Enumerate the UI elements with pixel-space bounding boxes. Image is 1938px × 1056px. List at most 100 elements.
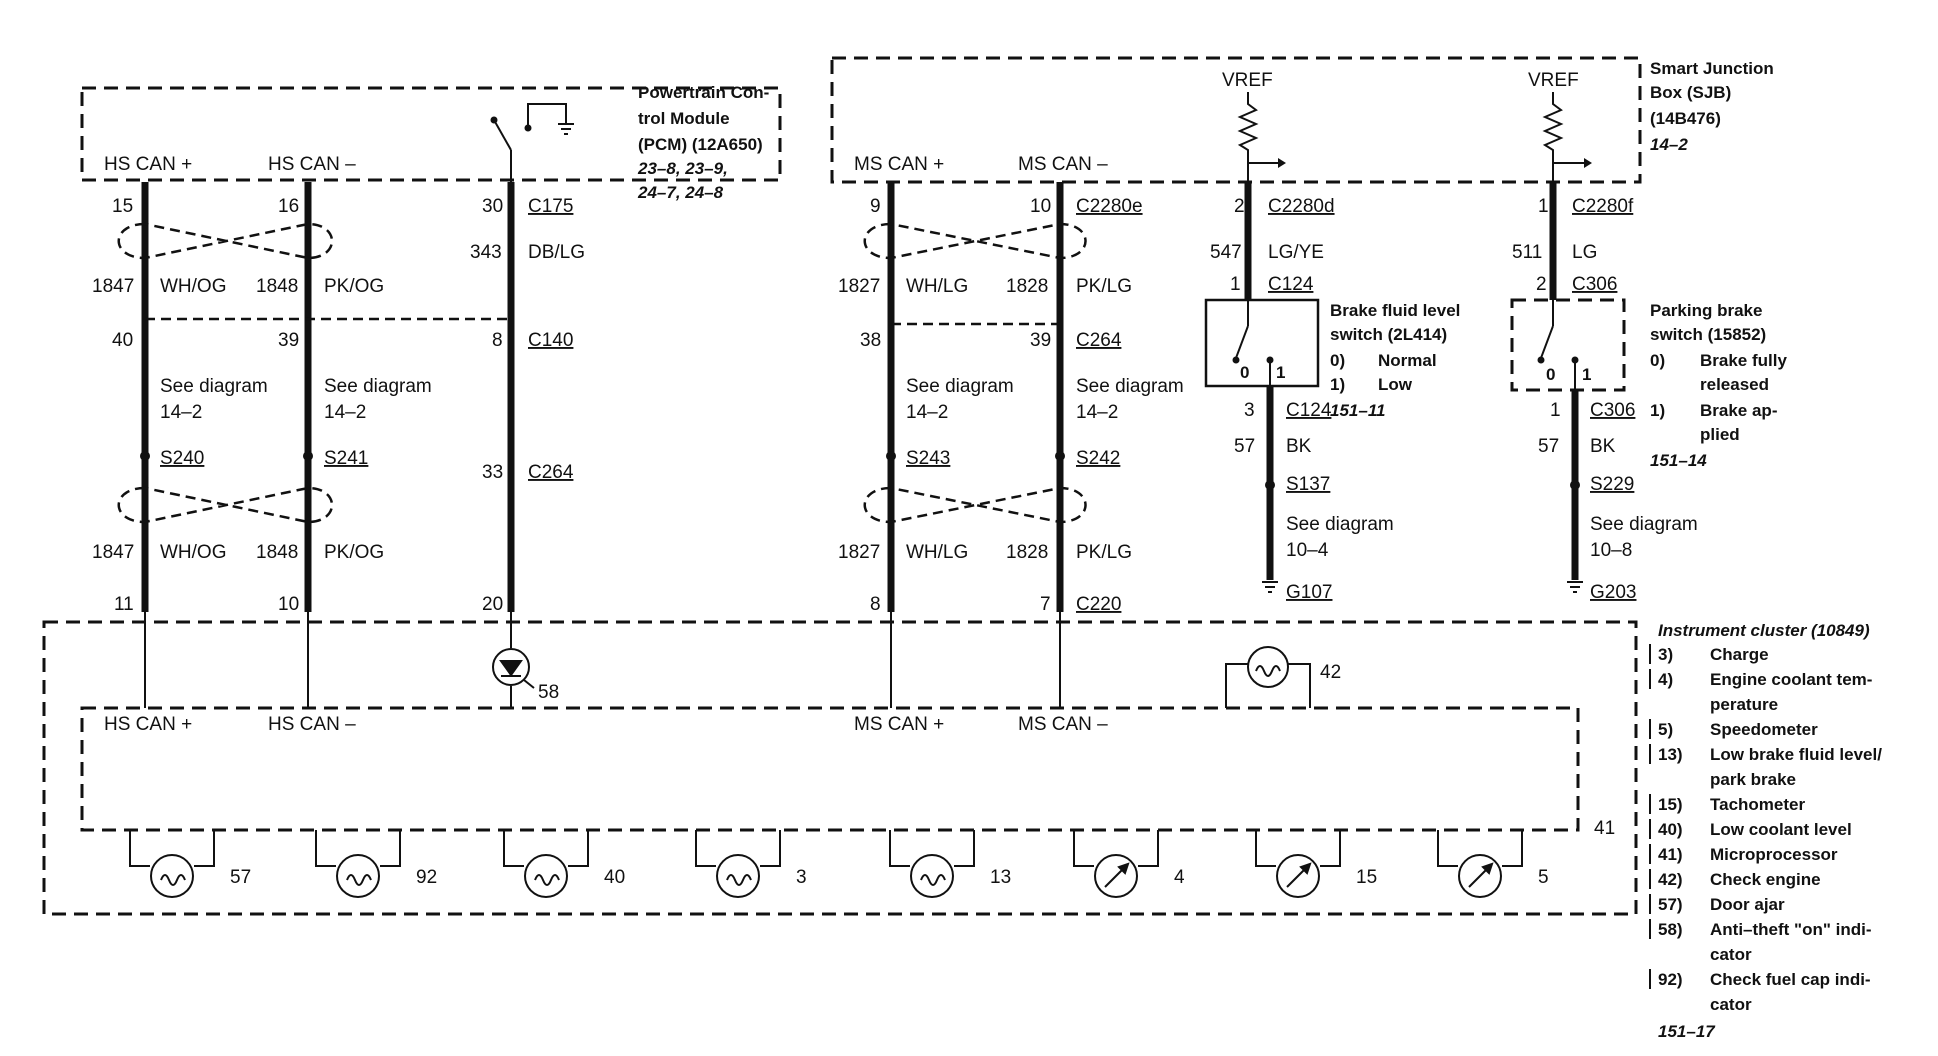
- wire-57-label-bf: 57: [1234, 436, 1255, 457]
- bf-state-0: Normal: [1378, 351, 1437, 370]
- brake-fluid-switch-blade: [1235, 325, 1249, 359]
- see-diagram-hs-mid: See diagram: [324, 376, 432, 397]
- gauge-icon: [1073, 830, 1159, 898]
- splice-s242: S242: [1076, 448, 1120, 469]
- connector-c2280d: C2280d: [1268, 196, 1335, 217]
- pcm-ref-line-2: 24–7, 24–8: [637, 183, 724, 202]
- see-diagram-ms-left: See diagram: [906, 376, 1014, 397]
- legend-item-text: Anti–theft "on" indi-: [1710, 920, 1872, 939]
- wire-1847-label-top: 1847: [92, 276, 134, 297]
- pcm-hs-can-plus-label: HS CAN +: [104, 154, 192, 175]
- legend-item-text: cator: [1710, 945, 1752, 964]
- legend-item-text: Check fuel cap indi-: [1710, 970, 1871, 989]
- legend-item-number: 4): [1658, 670, 1673, 689]
- legend-item-text: cator: [1710, 995, 1752, 1014]
- pcm-switch-ground-lead: [527, 103, 567, 128]
- see-diagram-pb-ref: 10–8: [1590, 540, 1632, 561]
- sjb-title: Smart Junction Box (SJB) (14B476) 14–2: [1650, 59, 1774, 154]
- sjb-module-outline: [830, 56, 1642, 184]
- gauge-number: 4: [1174, 867, 1185, 888]
- bf-switch-pos-1: 1: [1276, 363, 1285, 382]
- wire-color-whog-bottom: WH/OG: [160, 542, 227, 563]
- ref-arrow-left: [1278, 158, 1286, 168]
- pb-state-1-num: 1): [1650, 401, 1665, 420]
- wire-57-label-pb: 57: [1538, 436, 1559, 457]
- legend-item-number: 42): [1658, 870, 1683, 889]
- bf-switch-pos-0: 0: [1240, 363, 1249, 382]
- legend-item-text: Charge: [1710, 645, 1769, 664]
- indicator-bulb-icon: [129, 830, 215, 898]
- sjb-title-line-1: Smart Junction: [1650, 59, 1774, 78]
- see-diagram-hs-left-ref: 14–2: [160, 402, 202, 423]
- pcm-title: Powertrain Con- trol Module (PCM) (12A65…: [637, 83, 769, 202]
- indicator-bulb-icon: [315, 830, 401, 898]
- pin-33: 33: [482, 462, 503, 483]
- instrument-cluster-outline: [42, 620, 1638, 916]
- splice-s242-dot: [1055, 451, 1065, 461]
- wire-color-lg: LG: [1572, 242, 1597, 263]
- legend-ref: 151–17: [1658, 1022, 1716, 1041]
- legend-title: Instrument cluster (10849): [1658, 621, 1870, 640]
- bf-state-0-num: 0): [1330, 351, 1345, 370]
- wire-color-pklg-top: PK/LG: [1076, 276, 1132, 297]
- bf-ref: 151–11: [1330, 401, 1385, 420]
- sjb-vref-right: VREF: [1528, 70, 1579, 91]
- legend-item-number: 58): [1658, 920, 1683, 939]
- pb-pin-1-bottom: 1: [1550, 400, 1561, 421]
- connector-c2280e: C2280e: [1076, 196, 1143, 217]
- pin-40: 40: [112, 330, 133, 351]
- pin-8-ms: 8: [870, 594, 881, 615]
- legend-item-number: 3): [1658, 645, 1673, 664]
- pin-39-ms: 39: [1030, 330, 1051, 351]
- pb-ref: 151–14: [1650, 451, 1707, 470]
- pcm-switch-blade: [493, 119, 512, 151]
- see-diagram-pb: See diagram: [1590, 514, 1698, 535]
- pin-9: 9: [870, 196, 881, 217]
- indicator-bulb-icon: [503, 830, 589, 898]
- indicator-bulb-number: 3: [796, 867, 807, 888]
- twisted-pair-ms-bottom: [863, 486, 1087, 524]
- cluster-ms-can-plus: MS CAN +: [854, 714, 944, 735]
- wire-color-bk-pb: BK: [1590, 436, 1616, 457]
- legend-item-text: Tachometer: [1710, 795, 1805, 814]
- pb-switch-title-1: Parking brake: [1650, 301, 1762, 320]
- splice-s240-dot: [140, 451, 150, 461]
- wire-547-label: 547: [1210, 242, 1242, 263]
- connector-c264-hs: C264: [528, 462, 574, 483]
- pin-16: 16: [278, 196, 299, 217]
- twisted-pair-hs-top: [117, 222, 334, 260]
- wire-511-label: 511: [1512, 242, 1542, 263]
- wire-color-whlg-top: WH/LG: [906, 276, 968, 297]
- pin-39: 39: [278, 330, 299, 351]
- legend-item-number: 15): [1658, 795, 1683, 814]
- legend-item-text: perature: [1710, 695, 1778, 714]
- pin-38: 38: [860, 330, 881, 351]
- lamp-58-number: 58: [538, 682, 559, 703]
- pin-30: 30: [482, 196, 503, 217]
- connector-c124-bottom: C124: [1286, 400, 1332, 421]
- splice-s229: S229: [1590, 474, 1634, 495]
- wire-343-label: 343: [470, 242, 502, 263]
- bf-switch-title-1: Brake fluid level: [1330, 301, 1460, 320]
- legend-item-text: Door ajar: [1710, 895, 1785, 914]
- legend-item-text: Speedometer: [1710, 720, 1818, 739]
- switch-contact-dot: [1266, 356, 1274, 364]
- cluster-hs-can-plus: HS CAN +: [104, 714, 192, 735]
- bf-pin-1: 1: [1230, 274, 1241, 295]
- legend-item-number: 41): [1658, 845, 1683, 864]
- legend-item-text: Low brake fluid level/: [1710, 745, 1882, 764]
- see-diagram-ms-right-ref: 14–2: [1076, 402, 1118, 423]
- legend-item-number: 92): [1658, 970, 1683, 989]
- parking-brake-switch-outline: [1510, 298, 1626, 392]
- wire-color-pklg-bottom: PK/LG: [1076, 542, 1132, 563]
- bf-state-1-num: 1): [1330, 375, 1345, 394]
- pb-switch-title-2: switch (15852): [1650, 325, 1766, 344]
- legend-item-text: Check engine: [1710, 870, 1821, 889]
- connector-c306-bottom: C306: [1590, 400, 1635, 421]
- microprocessor-number: 41: [1594, 818, 1615, 839]
- pb-state-1-line-2: plied: [1700, 425, 1740, 444]
- sjb-title-line-2: Box (SJB): [1650, 83, 1731, 102]
- connector-c2280f: C2280f: [1572, 196, 1634, 217]
- legend-item-text: Low coolant level: [1710, 820, 1852, 839]
- pin-8: 8: [492, 330, 503, 351]
